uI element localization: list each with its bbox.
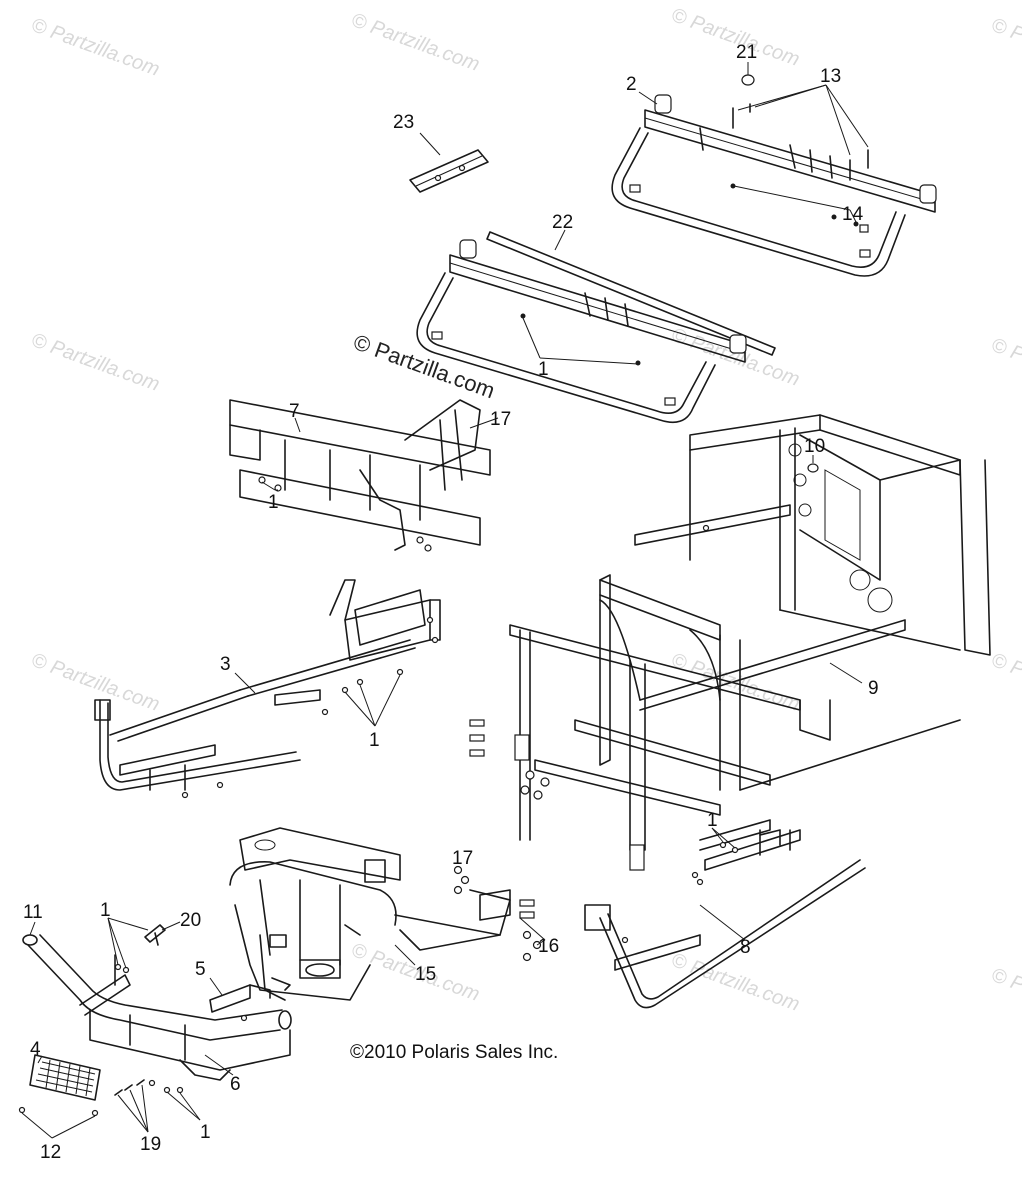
callout-2: 2	[626, 74, 637, 95]
callout-8: 8	[740, 937, 751, 958]
part-17-hardware	[453, 719, 485, 895]
callout-17: 17	[490, 409, 511, 430]
callout-17: 17	[452, 848, 473, 869]
part-9-main-frame	[509, 414, 991, 871]
watermark: © Partzilla.com	[988, 649, 1022, 716]
part-13-bolts	[732, 103, 869, 181]
middle-seat-frame	[416, 239, 747, 424]
watermark: © Partzilla.com	[668, 324, 802, 391]
watermark: © Partzilla.com	[988, 964, 1022, 1031]
callout-1: 1	[200, 1122, 211, 1143]
callout-1: 1	[538, 359, 549, 380]
part-22-rod	[486, 231, 776, 356]
callout-16: 16	[538, 936, 559, 957]
part-16-hardware	[519, 899, 542, 962]
callout-21: 21	[736, 42, 757, 63]
callout-6: 6	[230, 1074, 241, 1095]
part-20-bracket	[144, 924, 166, 946]
leader-lines	[21, 62, 869, 1139]
watermark: © Partzilla.com	[988, 14, 1022, 81]
watermarks: © Partzilla.com © Partzilla.com © Partzi…	[28, 4, 1022, 1031]
part-3-floor-frame	[94, 579, 441, 799]
callout-1: 1	[707, 810, 718, 831]
callout-22: 22	[552, 212, 573, 233]
callout-12: 12	[40, 1142, 61, 1163]
hardware-lower-left	[18, 963, 184, 1117]
callout-5: 5	[195, 959, 206, 980]
part-23-bracket	[409, 149, 489, 193]
callouts: 21 13 2 23 14 22 1 7 17 10 1 3 1 9 1 17 …	[23, 42, 879, 1163]
part-6-front-bumper	[22, 934, 292, 1081]
callout-7: 7	[289, 401, 300, 422]
callout-3: 3	[220, 654, 231, 675]
part-5-bracket	[209, 977, 291, 1022]
part-2-seat-frame	[611, 94, 937, 277]
callout-1: 1	[268, 492, 279, 513]
watermark: © Partzilla.com	[28, 329, 162, 396]
watermark-main: © Partzilla.com	[350, 329, 498, 403]
part-10-nut	[807, 463, 819, 473]
part-15-front-chassis	[229, 827, 511, 1001]
callout-4: 4	[30, 1039, 41, 1060]
callout-10: 10	[804, 436, 825, 457]
callout-20: 20	[180, 910, 201, 931]
callout-13: 13	[820, 66, 841, 87]
watermark: © Partzilla.com	[28, 14, 162, 81]
part-8-side-rail	[584, 819, 866, 1009]
watermark: © Partzilla.com	[988, 334, 1022, 401]
callout-9: 9	[868, 678, 879, 699]
part-21-cap	[741, 74, 755, 86]
callout-11: 11	[23, 902, 43, 923]
callout-1: 1	[100, 900, 111, 921]
callout-15: 15	[415, 964, 436, 985]
callout-1: 1	[369, 730, 380, 751]
callout-14: 14	[842, 204, 864, 225]
part-4-grille	[29, 1054, 101, 1101]
part-7-cross-frame	[229, 399, 491, 552]
callout-19: 19	[140, 1134, 161, 1155]
watermark: © Partzilla.com	[348, 9, 482, 76]
callout-23: 23	[393, 112, 414, 133]
copyright-notice: ©2010 Polaris Sales Inc.	[350, 1042, 558, 1063]
